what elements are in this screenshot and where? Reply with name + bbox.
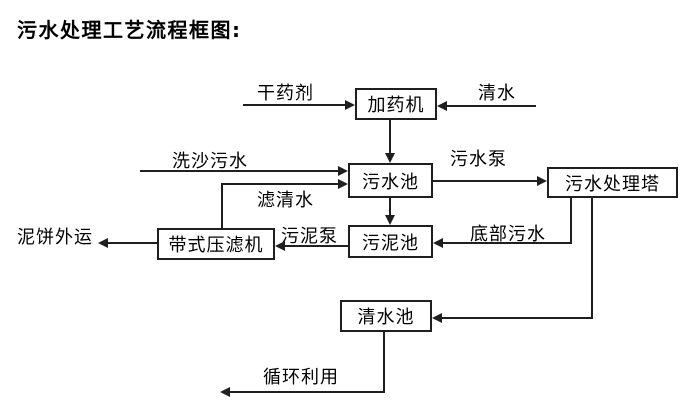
label-mud-cake-out: 泥饼外运: [17, 227, 93, 248]
arrowhead-sludge-down-icon: [385, 215, 395, 225]
line-dry-agent-to-dosing: [243, 104, 345, 106]
line-sand-wash-to-sewage-pool: [140, 170, 338, 172]
arrowhead-filtered-water-icon: [338, 179, 348, 189]
node-sludge-pool: 污泥池: [348, 225, 433, 258]
line-dosing-to-sewage-pool: [389, 120, 391, 153]
arrowhead-dry-agent-icon: [345, 100, 355, 110]
arrowhead-clean-water-icon: [437, 101, 447, 111]
line-sewage-pool-to-sludge-pool: [389, 198, 391, 215]
line-recycle-horizontal: [230, 391, 385, 393]
arrowhead-bottom-sewage-icon: [433, 238, 443, 248]
line-bottom-sewage-vertical: [570, 198, 572, 244]
label-sand-wash-sewage: 洗沙污水: [172, 151, 248, 172]
node-sewage-pool: 污水池: [348, 163, 433, 198]
diagram-title: 污水处理工艺流程框图:: [17, 18, 242, 42]
line-bottom-sewage-horizontal: [443, 242, 572, 244]
line-tower-to-clear-pool-horizontal: [442, 317, 592, 319]
line-filtered-water-vertical: [221, 183, 223, 228]
label-sludge-pump: 污泥泵: [281, 226, 338, 247]
label-clean-water: 清水: [478, 83, 516, 104]
node-dosing-machine: 加药机: [355, 88, 437, 120]
label-bottom-sewage: 底部污水: [470, 224, 546, 245]
arrowhead-sludge-pump-icon: [275, 241, 285, 251]
arrowhead-mud-cake-icon: [98, 238, 108, 248]
label-dry-agent: 干药剂: [257, 83, 314, 104]
label-filtered-water: 滤清水: [257, 190, 314, 211]
line-clear-pool-down: [383, 332, 385, 393]
node-sewage-treatment-tower: 污水处理塔: [547, 167, 678, 198]
arrowhead-sand-wash-icon: [338, 166, 348, 176]
label-sewage-pump: 污水泵: [450, 149, 507, 170]
arrowhead-recycle-icon: [220, 387, 230, 397]
line-tower-to-clear-pool-vertical: [591, 198, 593, 319]
arrowhead-clear-pool-icon: [432, 313, 442, 323]
line-clean-water-to-dosing: [447, 105, 536, 107]
line-press-to-mud-cake-out: [108, 242, 157, 244]
arrowhead-sewage-pump-icon: [537, 176, 547, 186]
node-belt-filter-press: 带式压滤机: [157, 228, 275, 260]
line-sewage-pool-to-tower: [433, 180, 537, 182]
line-sludge-pool-to-press: [285, 245, 348, 247]
line-filtered-water-horizontal: [221, 183, 338, 185]
node-clear-water-pool: 清水池: [340, 300, 432, 332]
label-recycle-use: 循环利用: [263, 367, 339, 388]
arrowhead-dosing-down-icon: [385, 153, 395, 163]
